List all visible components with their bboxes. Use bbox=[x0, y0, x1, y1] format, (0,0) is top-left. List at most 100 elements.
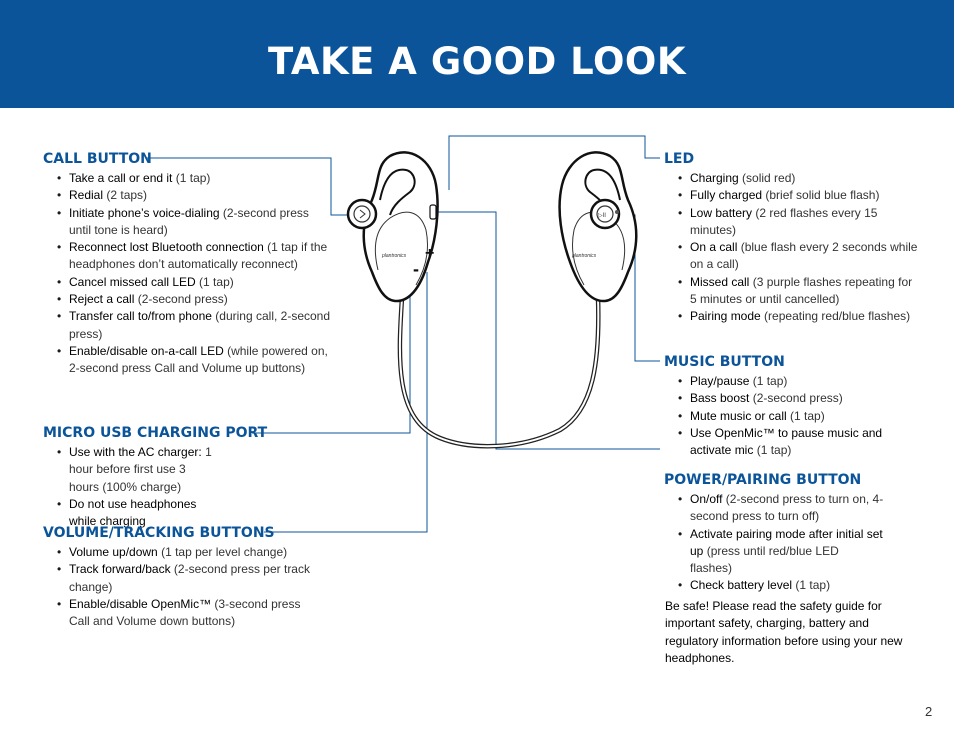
call-button-list: Take a call or end it (1 tap)Redial (2 t… bbox=[43, 170, 333, 378]
volume-tracking-list: Volume up/down (1 tap per level change)T… bbox=[43, 544, 318, 630]
list-item: Reconnect lost Bluetooth connection (1 t… bbox=[43, 239, 333, 274]
section-title: LED bbox=[664, 151, 695, 167]
item-label: Volume up/down bbox=[69, 545, 158, 559]
item-detail: (repeating red/blue flashes) bbox=[760, 309, 911, 324]
list-item: Low battery (2 red flashes every 15 minu… bbox=[664, 205, 919, 240]
volume-tracking-section: VOLUME/TRACKING BUTTONS Volume up/down (… bbox=[43, 525, 323, 630]
micro-usb-section: MICRO USB CHARGING PORT Use with the AC … bbox=[43, 425, 333, 530]
right-earbud: ▷II plantronics bbox=[558, 151, 638, 303]
volume-up-symbol: + bbox=[425, 245, 434, 262]
list-item: Redial (2 taps) bbox=[43, 187, 333, 205]
list-item: On a call (blue flash every 2 seconds wh… bbox=[664, 239, 919, 274]
power-pairing-list: On/off (2-second press to turn on, 4-sec… bbox=[664, 491, 884, 595]
list-item: Track forward/back (2-second press per t… bbox=[43, 561, 318, 596]
item-detail: (1 tap) bbox=[753, 443, 792, 458]
page-number: 2 bbox=[925, 704, 933, 719]
item-detail: (1 tap) bbox=[195, 274, 234, 289]
item-detail: (1 tap) bbox=[749, 374, 788, 388]
safety-note: Be safe! Please read the safety guide fo… bbox=[665, 599, 903, 666]
item-label: Use with the AC charger: bbox=[69, 445, 202, 459]
list-item: Do not use headphones while charging bbox=[43, 496, 218, 531]
item-label: Redial bbox=[69, 188, 104, 203]
item-label: Take a call or end it bbox=[69, 171, 173, 185]
svg-text:▷II: ▷II bbox=[598, 213, 606, 219]
list-item: Reject a call (2-second press) bbox=[43, 291, 333, 309]
list-item: Take a call or end it (1 tap) bbox=[43, 170, 333, 188]
item-detail: (1 tap) bbox=[172, 171, 211, 185]
item-label: Do not use headphones while charging bbox=[69, 496, 197, 529]
item-label: Charging bbox=[690, 171, 739, 185]
callout-led bbox=[448, 135, 660, 190]
left-brand-logo: plantronics bbox=[381, 253, 407, 259]
item-label: Enable/disable on-a-call LED bbox=[69, 343, 224, 358]
list-item: Use OpenMic™ to pause music and activate… bbox=[664, 425, 894, 460]
section-title: VOLUME/TRACKING BUTTONS bbox=[43, 525, 275, 541]
music-button-section: MUSIC BUTTON Play/pause (1 tap)Bass boos… bbox=[664, 354, 894, 459]
item-label: Use OpenMic™ to pause music and activate… bbox=[690, 425, 883, 458]
item-detail: (2-second press per track change) bbox=[69, 562, 310, 594]
item-detail: (2 red flashes every 15 minutes) bbox=[690, 205, 878, 237]
list-item: Initiate phone’s voice-dialing (2-second… bbox=[43, 205, 333, 240]
item-label: Mute music or call bbox=[690, 408, 787, 423]
item-label: Bass boost bbox=[690, 391, 750, 406]
callout-volume bbox=[264, 272, 428, 533]
header-banner: TAKE A GOOD LOOK bbox=[0, 0, 954, 108]
left-earbud: plantronics bbox=[346, 151, 439, 303]
list-item: Volume up/down (1 tap per level change) bbox=[43, 544, 318, 562]
list-item: Enable/disable on-a-call LED (while powe… bbox=[43, 343, 333, 378]
item-label: Check battery level bbox=[690, 578, 793, 593]
list-item: Charging (solid red) bbox=[664, 170, 919, 188]
item-label: Cancel missed call LED bbox=[69, 274, 196, 289]
item-detail: (3-second press Call and Volume down but… bbox=[69, 596, 301, 629]
item-label: Activate pairing mode after initial set … bbox=[690, 526, 883, 558]
item-detail: (2-second press until tone is heard) bbox=[69, 205, 309, 237]
item-detail: (2-second press to turn on, 4-second pre… bbox=[690, 492, 884, 524]
list-item: Cancel missed call LED (1 tap) bbox=[43, 274, 333, 292]
list-item: Pairing mode (repeating red/blue flashes… bbox=[664, 308, 919, 326]
item-detail: (press until red/blue LED flashes) bbox=[690, 543, 839, 576]
list-item: Enable/disable OpenMic™ (3-second press … bbox=[43, 596, 318, 631]
micro-usb-list: Use with the AC charger: 1 hour before f… bbox=[43, 444, 218, 530]
item-label: Reject a call bbox=[69, 292, 135, 307]
item-label: Missed call bbox=[690, 274, 750, 289]
power-pairing-section: POWER/PAIRING BUTTON On/off (2-second pr… bbox=[664, 472, 884, 595]
item-detail: (1 tap per level change) bbox=[157, 545, 288, 559]
list-item: Missed call (3 purple flashes repeating … bbox=[664, 274, 919, 309]
section-title: MUSIC BUTTON bbox=[664, 354, 785, 370]
list-item: Check battery level (1 tap) bbox=[664, 577, 884, 595]
item-label: Low battery bbox=[690, 205, 753, 220]
item-detail: 1 hour before first use 3 hours (100% ch… bbox=[69, 445, 212, 494]
list-item: On/off (2-second press to turn on, 4-sec… bbox=[664, 491, 884, 526]
list-item: Transfer call to/from phone (during call… bbox=[43, 308, 333, 343]
section-title: MICRO USB CHARGING PORT bbox=[43, 425, 268, 441]
section-title: POWER/PAIRING BUTTON bbox=[664, 472, 862, 488]
item-label: Play/pause bbox=[690, 374, 750, 388]
item-label: On a call bbox=[690, 240, 738, 255]
list-item: Bass boost (2-second press) bbox=[664, 390, 894, 408]
item-label: Track forward/back bbox=[69, 562, 171, 577]
item-detail: (1 tap) bbox=[792, 578, 831, 593]
item-detail: (while powered on, 2-second press Call a… bbox=[69, 343, 328, 376]
item-label: Enable/disable OpenMic™ bbox=[69, 596, 212, 611]
list-item: Fully charged (brief solid blue flash) bbox=[664, 187, 919, 205]
item-label: Reconnect lost Bluetooth connection bbox=[69, 240, 264, 255]
item-detail: (2-second press) bbox=[749, 391, 843, 406]
item-label: On/off bbox=[690, 492, 723, 506]
music-button-list: Play/pause (1 tap)Bass boost (2-second p… bbox=[664, 373, 894, 459]
led-section: LED Charging (solid red)Fully charged (b… bbox=[664, 151, 919, 326]
list-item: Mute music or call (1 tap) bbox=[664, 408, 894, 426]
item-detail: (2 taps) bbox=[103, 188, 148, 203]
list-item: Use with the AC charger: 1 hour before f… bbox=[43, 444, 218, 496]
led-list: Charging (solid red)Fully charged (brief… bbox=[664, 170, 919, 326]
item-detail: (brief solid blue flash) bbox=[762, 188, 880, 203]
item-detail: (1 tap) bbox=[786, 408, 825, 423]
item-detail: (blue flash every 2 seconds while on a c… bbox=[690, 240, 918, 272]
item-label: Transfer call to/from phone bbox=[69, 309, 212, 324]
volume-down-symbol: - bbox=[413, 259, 419, 279]
callout-power-pairing bbox=[438, 211, 660, 450]
item-detail: (solid red) bbox=[738, 171, 796, 185]
page-title: TAKE A GOOD LOOK bbox=[267, 40, 687, 83]
item-detail: (3 purple flashes repeating for 5 minute… bbox=[690, 274, 913, 307]
item-label: Initiate phone’s voice-dialing bbox=[69, 205, 220, 220]
